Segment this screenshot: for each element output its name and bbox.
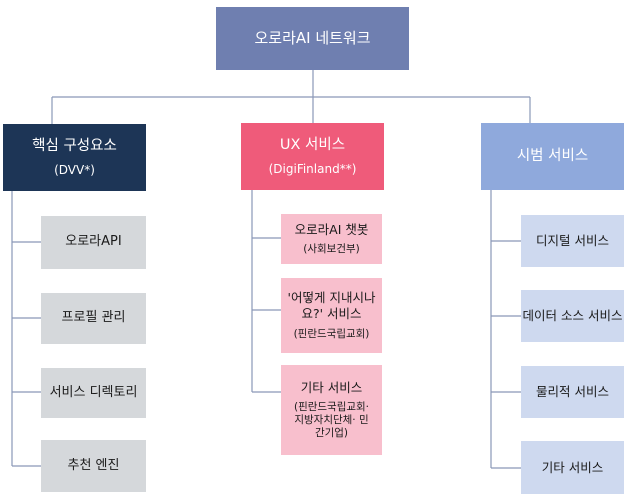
ux-item-main: 오로라AI 챗봇 [294, 221, 369, 237]
core-components-title: 핵심 구성요소 [32, 138, 117, 155]
core-item-label: 프로필 관리 [61, 310, 126, 326]
pilot-item-label: 물리적 서비스 [536, 384, 609, 400]
pilot-services-title: 시범 서비스 [516, 148, 589, 165]
ux-services-header: UX 서비스 (DigiFinland**) [241, 123, 384, 190]
pilot-item-label: 기타 서비스 [541, 459, 604, 475]
ux-item-main: '어떻게 지내시나요?' 서비스 [287, 290, 376, 321]
core-item-service-directory: 서비스 디렉토리 [41, 368, 146, 418]
ux-services-title: UX 서비스 [279, 137, 346, 154]
ux-item-sub: (핀란드국립교회) [293, 327, 370, 340]
root-label: 오로라AI 네트워크 [254, 29, 371, 48]
root-node: 오로라AI 네트워크 [216, 7, 409, 70]
core-components-header: 핵심 구성요소 (DVV*) [3, 124, 146, 191]
core-item-profile-management: 프로필 관리 [41, 293, 146, 344]
pilot-item-label: 디지털 서비스 [536, 233, 609, 249]
core-item-label: 추천 엔진 [67, 457, 120, 473]
ux-item-chatbot: 오로라AI 챗봇 (사회보건부) [281, 214, 382, 264]
ux-item-sub: (핀란드국립교회· 지방자치단체· 민간기업) [293, 401, 370, 440]
ux-services-subtitle: (DigiFinland**) [268, 161, 357, 176]
pilot-item-other-services: 기타 서비스 [521, 441, 624, 494]
pilot-item-physical-services: 물리적 서비스 [521, 366, 624, 418]
core-components-subtitle: (DVV*) [54, 162, 95, 177]
ux-item-other-services: 기타 서비스 (핀란드국립교회· 지방자치단체· 민간기업) [281, 365, 382, 455]
pilot-item-label: 데이터 소스 서비스 [522, 308, 623, 324]
pilot-services-header: 시범 서비스 [481, 123, 624, 190]
core-item-label: 서비스 디렉토리 [49, 384, 138, 400]
core-item-aurora-api: 오로라API [41, 216, 146, 269]
ux-item-how-are-you: '어떻게 지내시나요?' 서비스 (핀란드국립교회) [281, 278, 382, 353]
core-item-recommendation-engine: 추천 엔진 [41, 440, 146, 492]
pilot-item-digital-services: 디지털 서비스 [521, 215, 624, 267]
ux-item-main: 기타 서비스 [300, 379, 363, 395]
pilot-item-data-source-services: 데이터 소스 서비스 [521, 290, 624, 342]
ux-item-sub: (사회보건부) [303, 243, 360, 256]
core-item-label: 오로라API [65, 234, 122, 250]
